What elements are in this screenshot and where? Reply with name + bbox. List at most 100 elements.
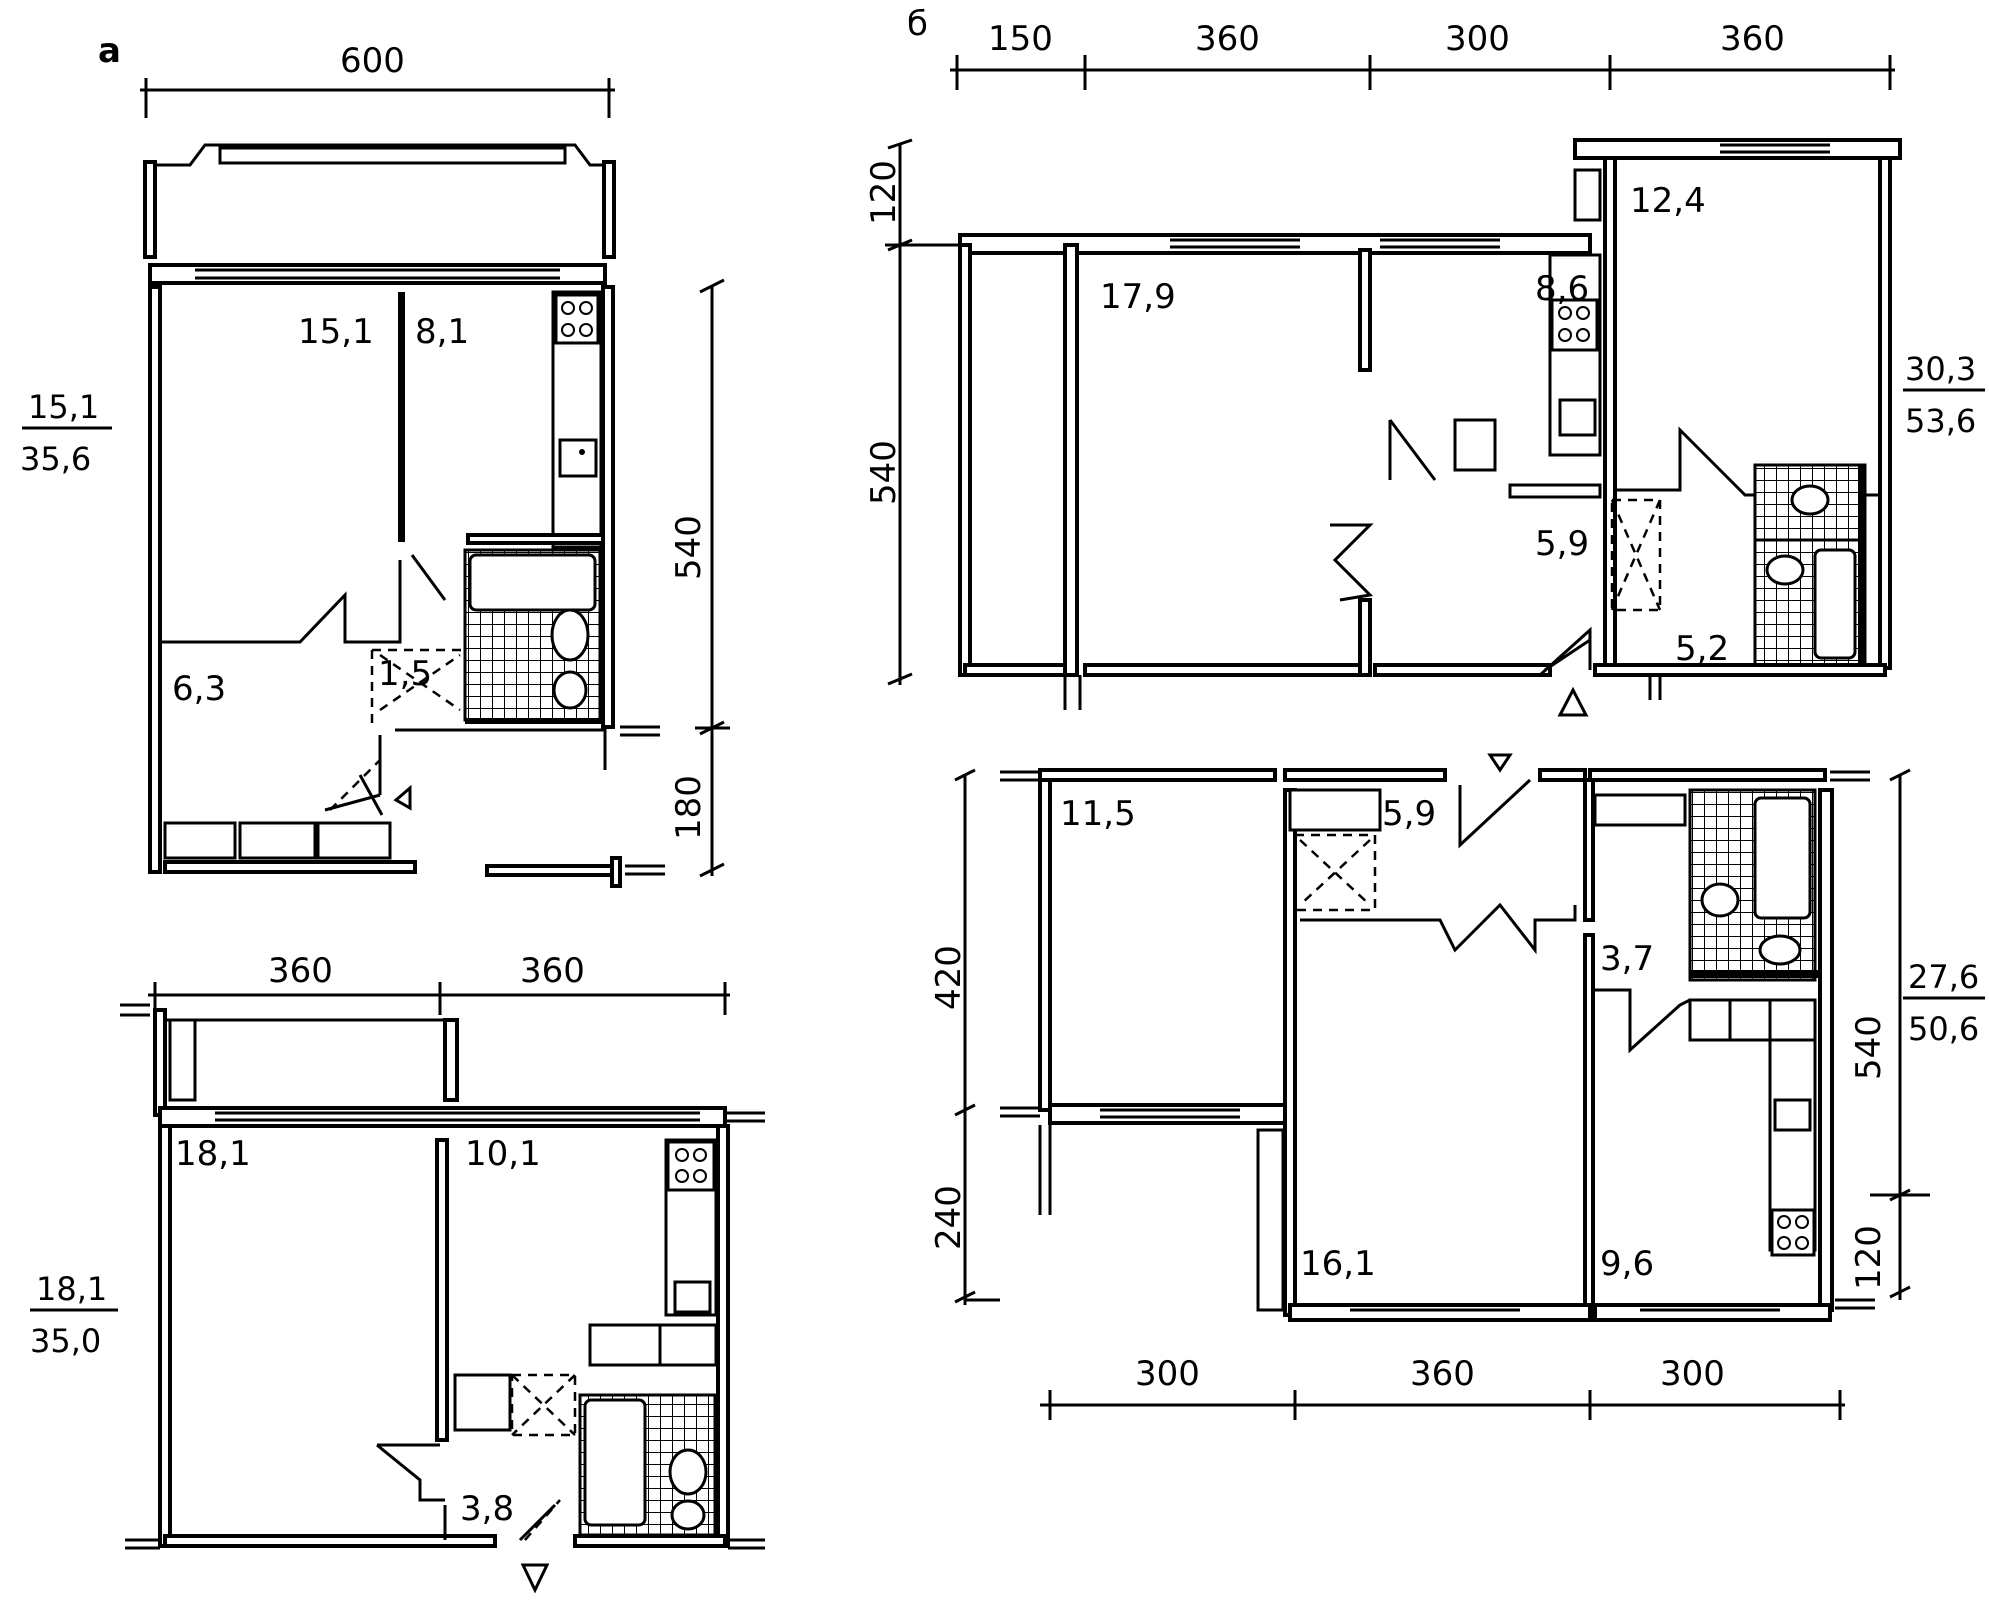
right-wall [716,1124,730,1548]
hall-cabinet [1610,498,1662,612]
facade-wall [958,233,1592,255]
plan-a1: 600 [20,41,730,888]
sink-icon [558,438,598,478]
hall-cabinet [1293,833,1377,912]
dimension-line-top: 600 [140,41,615,118]
window [1170,238,1500,249]
sink-icon [1773,1098,1812,1132]
toilet-icon [668,1448,708,1531]
window [1100,1108,1240,1119]
area-total: 50,6 [1908,1010,1979,1048]
room-area-corridor: 5,2 [1675,629,1729,669]
sink-icon [673,1280,712,1314]
dimension-label-360-a: 360 [1195,19,1260,59]
area-total: 35,6 [20,440,91,478]
facade-wall [148,263,607,285]
left-wall [148,285,162,874]
left-wall [958,243,972,677]
right-wall [601,285,615,729]
entrance-arrow-icon [1487,753,1513,773]
room-area-kitchen: 8,6 [1535,269,1589,309]
dimension-line-right: 540 180 [669,278,730,878]
window [195,268,560,280]
panel-label-b: б [907,4,928,44]
stove-icon [1770,1208,1816,1257]
entry-door [324,728,605,812]
hall-cabinet [510,1373,577,1437]
dimension-label-300: 300 [1445,19,1510,59]
right-wall [1878,156,1892,670]
area-fraction: 27,6 50,6 [1903,958,1985,1048]
dimension-line-left: 120 540 [864,138,960,686]
room-area-corridor: 3,7 [1600,939,1654,979]
room-area-living: 15,1 [298,312,374,352]
panel-label-a: а [98,31,121,71]
room-area-kitchen: 8,1 [415,312,469,352]
dimension-line-top: 360 360 [148,951,730,1015]
dimension-label-360-left: 360 [268,951,333,991]
plan-b2: 420 240 540 120 300 360 300 [929,753,1985,1420]
room-area-big: 17,9 [1100,277,1176,317]
facade-wall [1048,1103,1287,1125]
dimension-line-top: 150 360 300 360 [950,19,1895,90]
hall-cabinet [370,648,465,725]
area-living: 27,6 [1908,958,1979,996]
right-wall [1818,788,1834,1312]
bathtub-icon [1765,548,1857,660]
facade-wall [158,1106,727,1128]
room-area-hall: 6,3 [172,669,226,709]
stove-icon [666,1140,716,1192]
left-wall [1038,778,1052,1112]
area-fraction: 18,1 35,0 [30,1270,118,1360]
dimension-label-420: 420 [929,945,969,1010]
room-area-b: 16,1 [1300,1244,1376,1284]
dimension-label-300-a: 300 [1135,1354,1200,1394]
room-area-hall: 5,9 [1382,794,1436,834]
living-door [1330,523,1374,602]
dimension-label-360-b: 360 [1720,19,1785,59]
dimension-label-600: 600 [340,41,405,81]
room-door [1300,902,1577,955]
sink-icon [1558,398,1597,437]
plan-b1: 150 360 300 360 120 540 [864,19,1985,717]
toilet-icon [1790,484,1830,516]
room-area-kitchen: 9,6 [1600,1244,1654,1284]
stove-icon [1550,298,1599,352]
area-total: 53,6 [1905,402,1976,440]
living-door [160,560,402,644]
area-living: 15,1 [28,388,99,426]
room-area-a: 11,5 [1060,794,1136,834]
left-wall [158,1124,172,1548]
dimension-line-left: 420 240 [929,768,1000,1305]
dimension-label-300-b: 300 [1660,1354,1725,1394]
dimension-label-120: 120 [1849,1225,1889,1290]
room-area-kitchen: 10,1 [465,1134,541,1174]
area-fraction: 30,3 53,6 [1903,350,1985,440]
dimension-label-240: 240 [929,1185,969,1250]
dimension-line-bottom: 300 360 300 [1040,1354,1845,1420]
dimension-label-540: 540 [1849,1015,1889,1080]
dimension-label-360-right: 360 [520,951,585,991]
room-area-bedroom: 12,4 [1630,181,1706,221]
toilet-icon [550,608,590,710]
dimension-line-right: 540 120 [1849,768,1930,1300]
room-area-hall: 5,9 [1535,524,1589,564]
area-fraction: 15,1 35,6 [20,388,112,478]
area-living: 18,1 [36,1270,107,1308]
room-area-bath: 1,5 [378,654,432,694]
area-total: 35,0 [30,1322,101,1360]
entrance-arrow-icon [520,1563,550,1594]
dimension-label-360: 360 [1410,1354,1475,1394]
kitchen-door [1388,419,1437,481]
dimension-label-540: 540 [864,440,904,505]
bathtub-icon [1753,796,1812,920]
entrance-arrow-icon [393,784,412,811]
kitchen-door [1595,988,1691,1054]
entry-door [1458,778,1532,849]
window [215,1111,700,1122]
living-door [376,1443,445,1502]
dimension-label-120: 120 [864,160,904,225]
dimension-label-180: 180 [669,775,709,840]
kitchen-door [410,554,447,601]
